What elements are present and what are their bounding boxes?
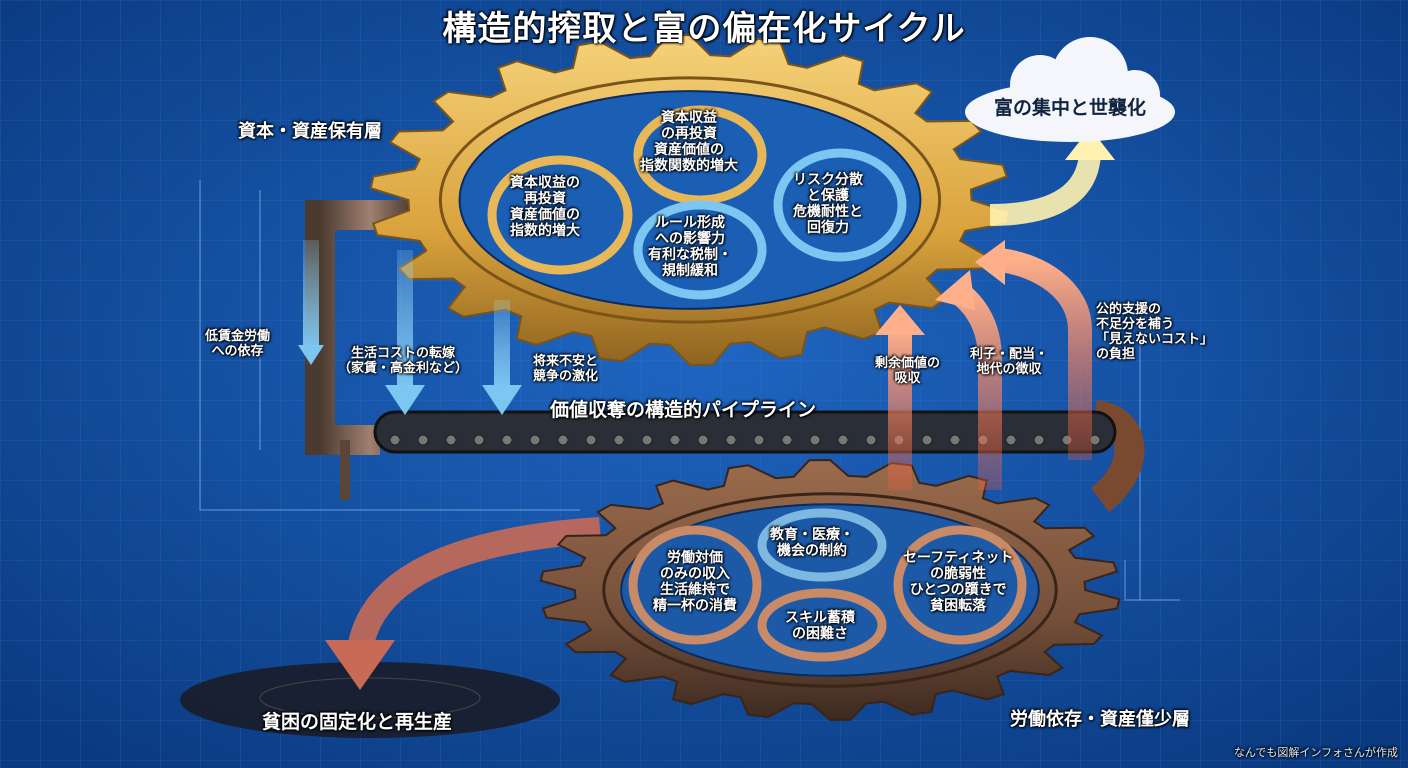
flow-anxiety: 将来不安と競争の激化	[533, 354, 599, 384]
roller	[949, 434, 961, 446]
roller	[389, 434, 401, 446]
roller	[529, 434, 541, 446]
roller	[445, 434, 457, 446]
gear-rim	[602, 492, 1058, 688]
flow-hidden-cost: 公的支援の不足分を補う「見えないコスト」の負担	[1096, 302, 1214, 362]
roller	[837, 434, 849, 446]
node-rules: ルール形成への影響力有利な税制・規制緩和	[648, 215, 732, 280]
poverty-arrow	[347, 517, 601, 653]
roller	[753, 434, 765, 446]
roller	[641, 434, 653, 446]
wealth-arrowhead	[1065, 128, 1115, 160]
diagram-title: 構造的搾取と富の偏在化サイクル	[442, 9, 966, 49]
roller	[417, 434, 429, 446]
roller	[473, 434, 485, 446]
bottom-group-label: 労働依存・資産僅少層	[1010, 709, 1190, 730]
top-cycle-arrows	[487, 105, 907, 300]
node-reinvest-top: 資本収益の再投資資産価値の指数関数的増大	[640, 110, 738, 175]
wealth-arrow	[989, 149, 1101, 226]
node-safety: セーフティネットの脆弱性ひとつの躓きで貧困転落	[903, 550, 1014, 615]
roller	[865, 434, 877, 446]
down-flow-arrows	[298, 240, 522, 415]
roller	[585, 434, 597, 446]
wealth-cloud	[965, 37, 1175, 142]
up-flow-arrows	[875, 240, 1092, 490]
flow-interest: 利子・配当・地代の徴収	[970, 347, 1049, 377]
gear-rim	[438, 76, 942, 324]
roller	[809, 434, 821, 446]
footer-credit: なんでも図解インフォさんが作成	[1233, 746, 1398, 760]
roller	[501, 434, 513, 446]
roller	[557, 434, 569, 446]
flow-low-wage: 低賃金労働への依存	[205, 329, 271, 359]
flow-surplus: 剰余価値の吸収	[875, 356, 941, 386]
roller	[697, 434, 709, 446]
roller	[921, 434, 933, 446]
roller	[669, 434, 681, 446]
roller	[781, 434, 793, 446]
roller	[1033, 434, 1045, 446]
roller	[1005, 434, 1017, 446]
bottom-cycle-arrows	[628, 508, 1027, 662]
roller	[725, 434, 737, 446]
poverty-arrowhead	[325, 640, 395, 690]
puddle-ripple	[259, 677, 481, 719]
poverty-label: 貧困の固定化と再生産	[262, 711, 453, 733]
poverty-puddle	[180, 662, 560, 738]
node-education: 教育・医療・機会の制約	[770, 527, 854, 560]
top-group-label: 資本・資産保有層	[238, 121, 382, 142]
flow-cost-shift: 生活コストの転嫁（家賃・高金利など）	[338, 346, 469, 376]
node-skill: スキル蓄積の困難さ	[785, 610, 855, 643]
roller	[613, 434, 625, 446]
node-labor: 労働対価のみの収入生活維持で精一杯の消費	[653, 550, 737, 615]
pipeline-label: 価値収奪の構造的パイプライン	[550, 399, 817, 421]
wealth-label: 富の集中と世襲化	[993, 97, 1146, 119]
node-risk: リスク分散と保護危機耐性と回復力	[793, 172, 863, 237]
node-reinvest-left: 資本収益の再投資資産価値の指数的増大	[510, 175, 580, 240]
